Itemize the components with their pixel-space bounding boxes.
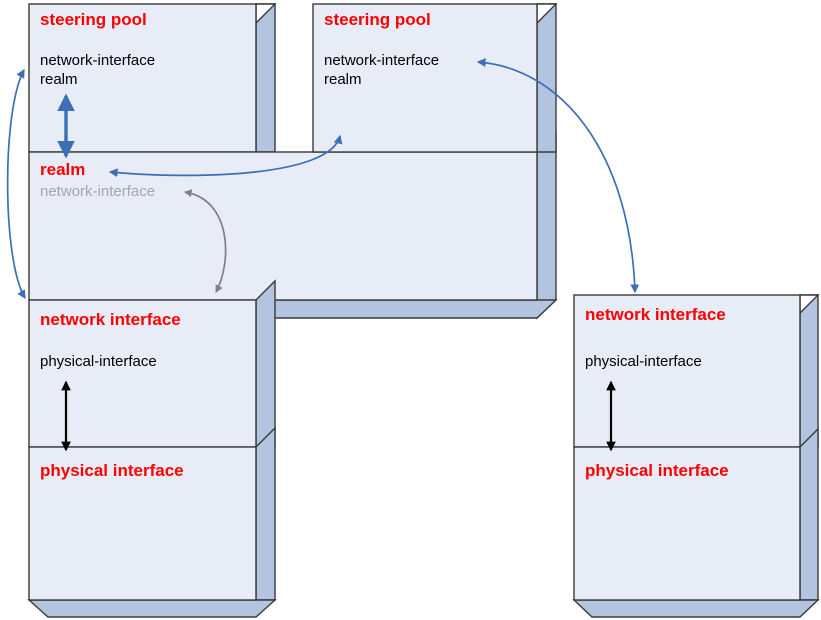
mid-steering-pool-header: steering pool xyxy=(324,10,431,29)
mid-steering-pool-attr-network-interface: network-interface xyxy=(324,52,440,69)
connector-mid-steeringpool-realm-to-left-realm xyxy=(108,134,343,178)
left-physical-interface-header: physical interface xyxy=(40,461,184,480)
box-left-physical-interface[interactable] xyxy=(27,426,277,618)
connector-left-realm-ni-to-networkinterface xyxy=(183,189,227,293)
right-network-interface-attr-physical-interface: physical-interface xyxy=(585,353,702,370)
left-network-interface-attr-physical-interface: physical-interface xyxy=(40,353,157,370)
right-network-interface-header: network interface xyxy=(585,305,726,324)
right-physical-interface-header: physical interface xyxy=(585,461,729,480)
connector-left-steeringpool-ni-to-networkinterface xyxy=(6,68,26,300)
left-realm-header: realm xyxy=(40,160,86,179)
left-network-interface-header: network interface xyxy=(40,310,181,329)
mid-steering-pool-attr-realm: realm xyxy=(324,71,362,88)
left-steering-pool-attr-realm: realm xyxy=(40,71,78,88)
left-steering-pool-header: steering pool xyxy=(40,10,147,29)
box-right-physical-interface[interactable] xyxy=(572,427,820,618)
connector-mid-steeringpool-ni-to-right-networkinterface xyxy=(476,58,640,294)
left-realm-attr-network-interface: network-interface xyxy=(40,183,156,200)
left-steering-pool-attr-network-interface: network-interface xyxy=(40,52,156,69)
